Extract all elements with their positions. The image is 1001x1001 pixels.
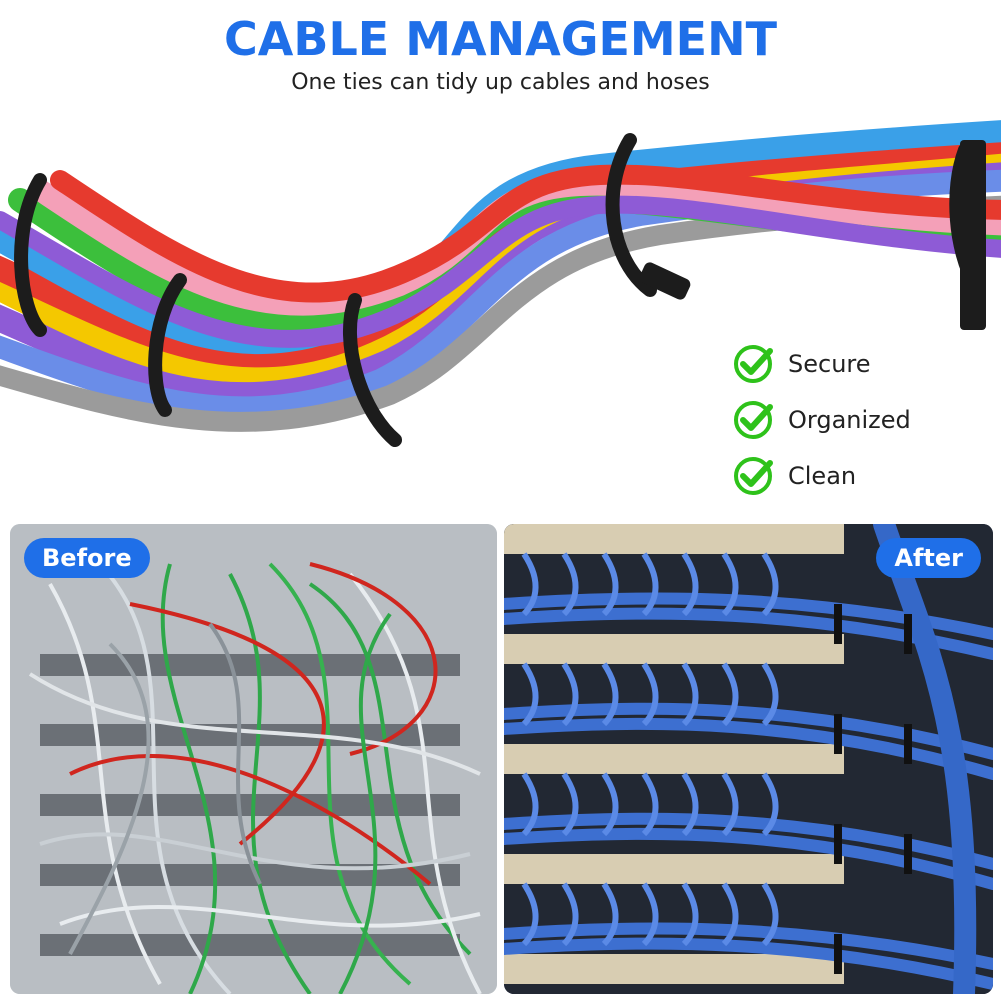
check-icon <box>734 457 773 495</box>
before-badge: Before <box>24 538 150 578</box>
after-badge: After <box>876 538 981 578</box>
feature-list: Secure Organized Clean <box>732 336 992 504</box>
page-title: CABLE MANAGEMENT <box>224 12 777 66</box>
feature-label: Clean <box>788 462 857 490</box>
feature-label: Secure <box>788 350 871 378</box>
after-photo: After <box>504 524 993 994</box>
feature-label: Organized <box>788 406 911 434</box>
feature-item-organized: Organized <box>732 392 992 448</box>
check-icon <box>734 345 773 383</box>
before-photo: Before <box>10 524 497 994</box>
page-subtitle: One ties can tidy up cables and hoses <box>291 70 710 95</box>
cable-bundle-illustration <box>0 110 1001 470</box>
feature-item-clean: Clean <box>732 448 992 504</box>
feature-item-secure: Secure <box>732 336 992 392</box>
check-icon <box>734 401 773 439</box>
